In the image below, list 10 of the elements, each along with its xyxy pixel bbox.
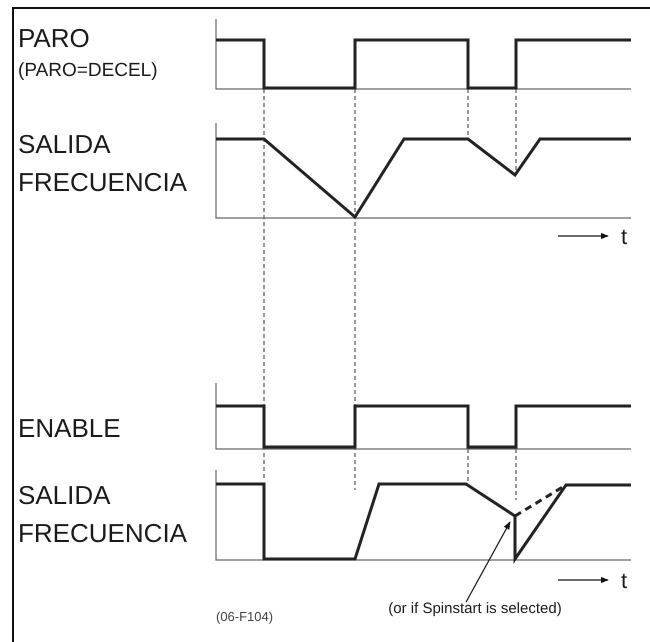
figure-code: (06-F104) [216, 610, 274, 625]
axis-label: t [621, 224, 628, 250]
signal-label: ENABLE [18, 414, 121, 444]
signal-label: SALIDA FRECUENCIA [18, 128, 188, 199]
leader-line [466, 521, 511, 602]
signal-label: PARO [18, 24, 90, 54]
axis-label: t [621, 568, 628, 594]
signal-label: SALIDA FRECUENCIA [18, 479, 188, 550]
annotation-text: (or if Spinstart is selected) [340, 600, 610, 617]
signal-label: (PARO=DECEL) [18, 60, 158, 82]
